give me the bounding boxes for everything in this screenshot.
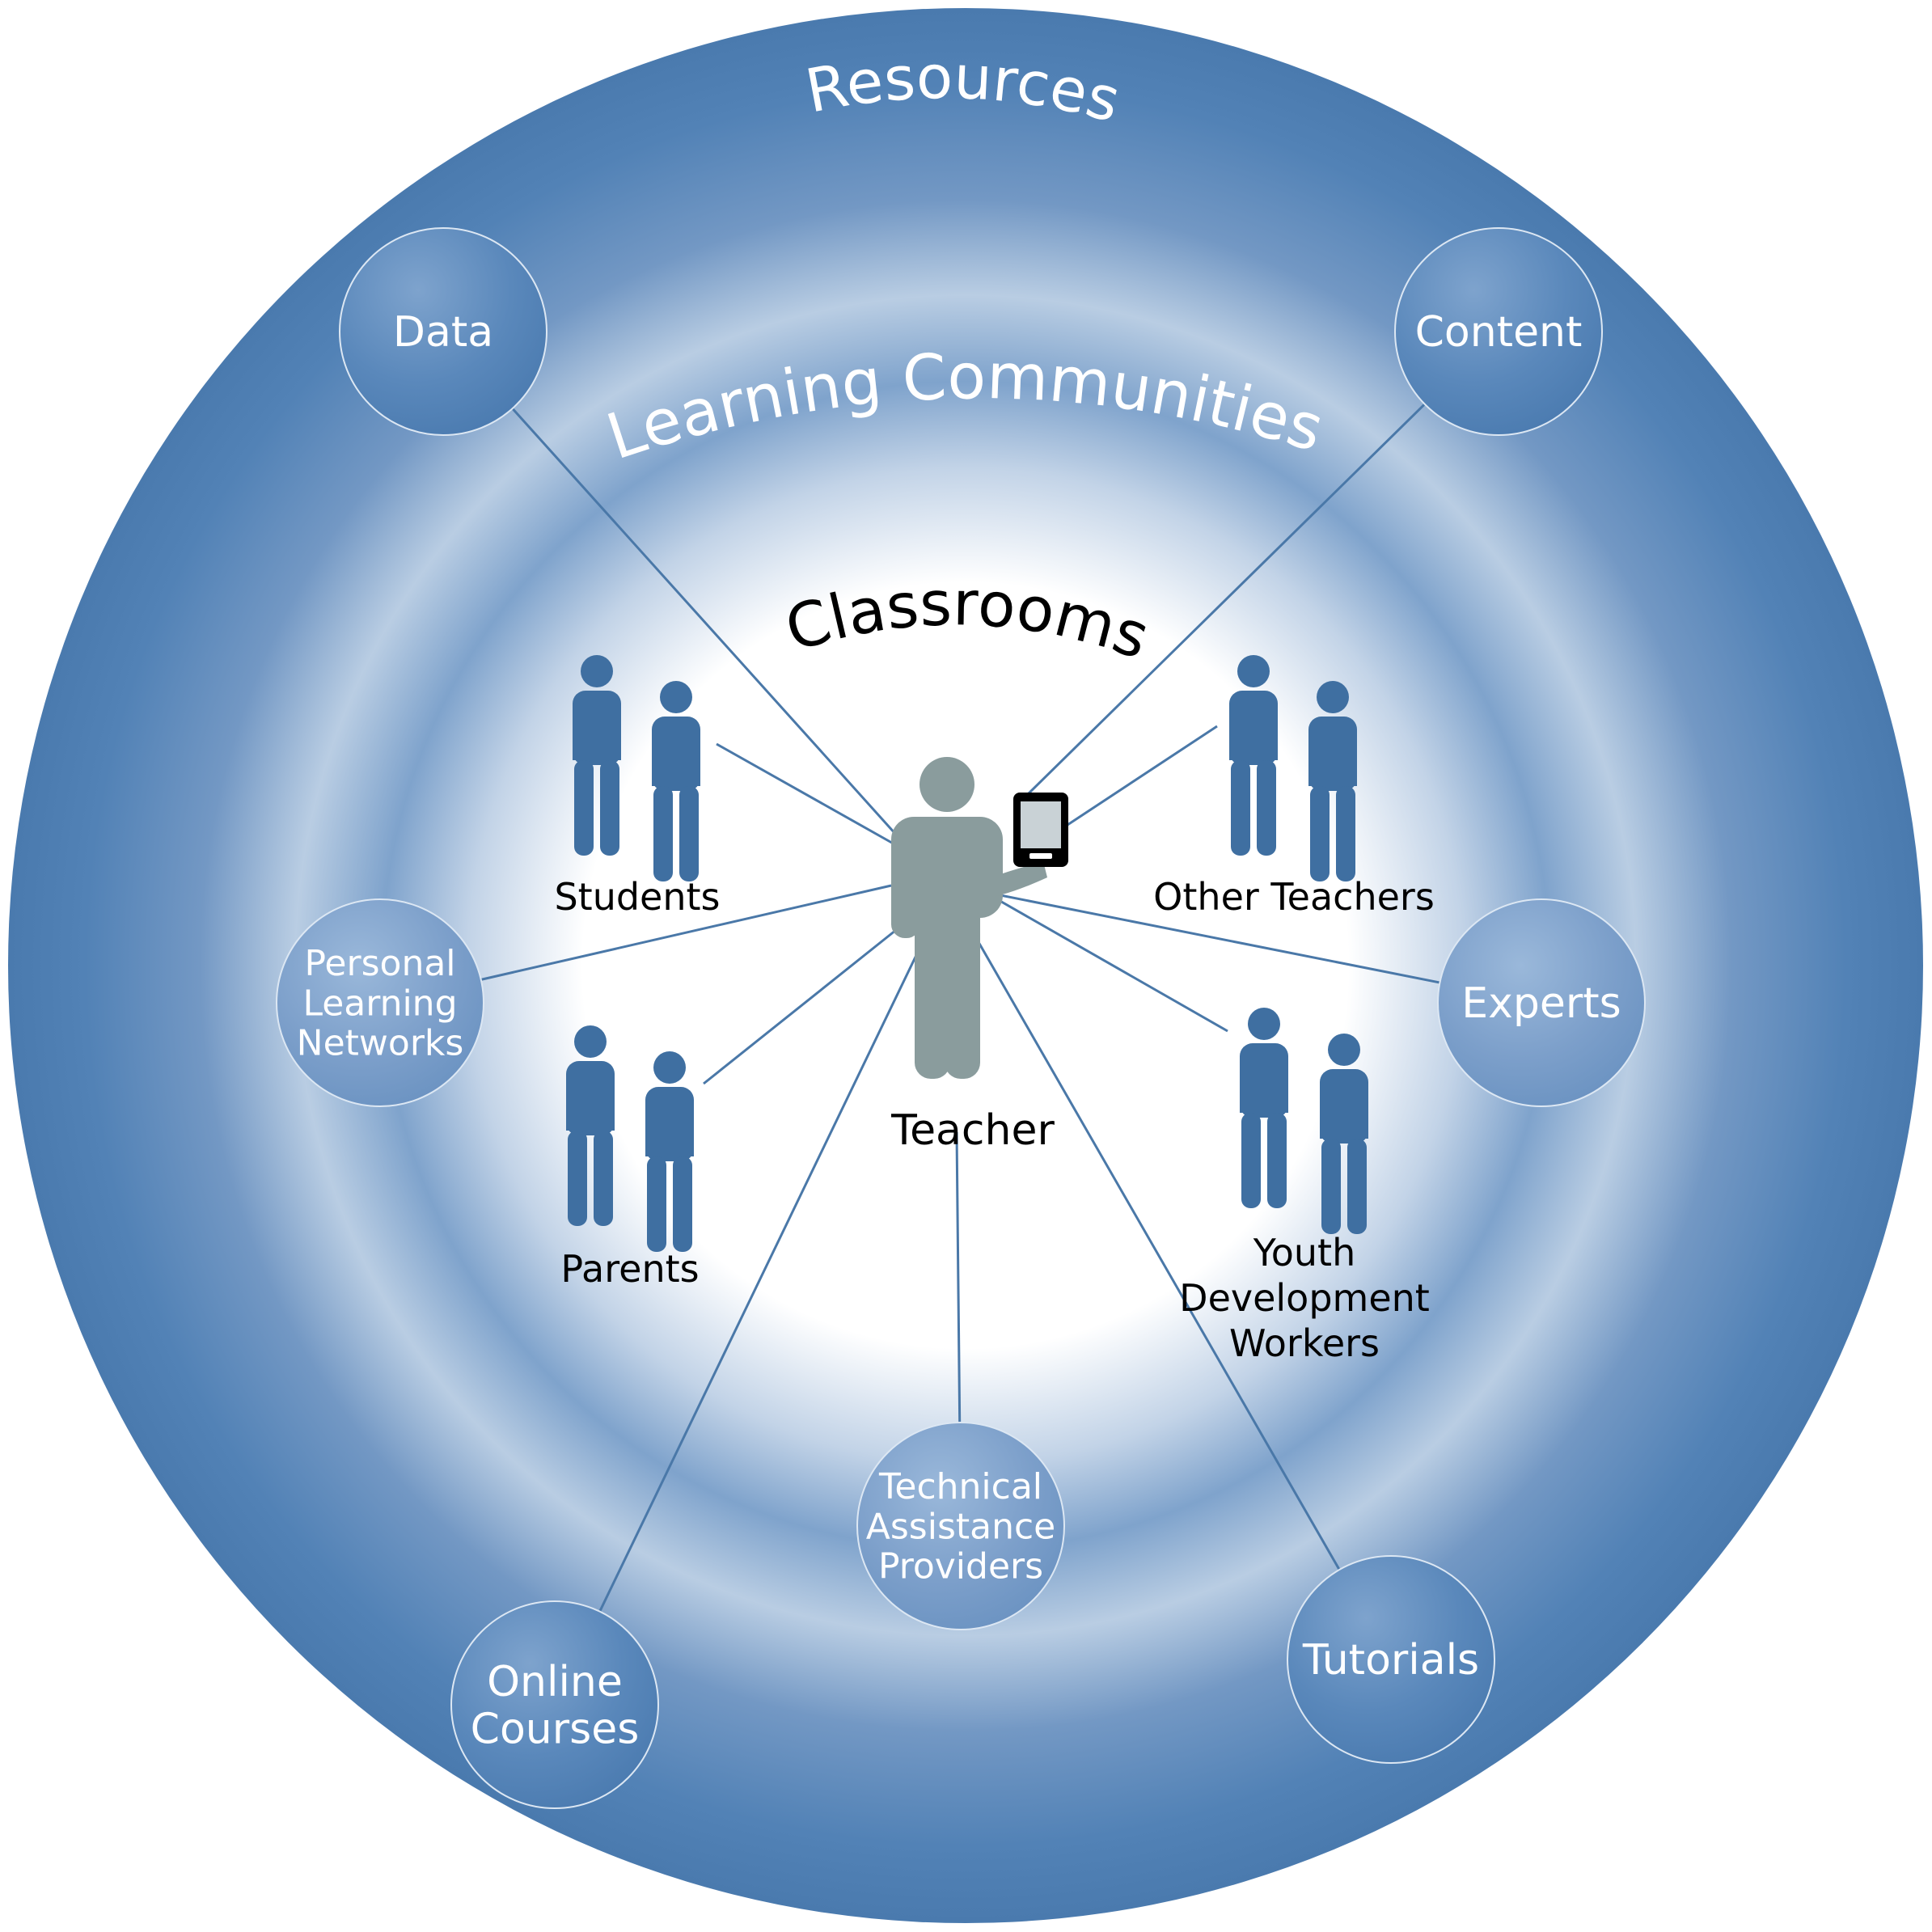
connector-line-data: [511, 408, 898, 836]
resource-label-content: Content: [1415, 308, 1583, 357]
resource-content: Content: [1394, 227, 1603, 436]
connector-line-students: [716, 742, 897, 847]
tablet-icon: [1013, 793, 1068, 867]
teacher-label: Teacher: [890, 1106, 1055, 1155]
resource-experts: Experts: [1437, 898, 1646, 1107]
connector-line-technical-assistance-providers: [955, 1131, 962, 1423]
resource-bubble-online-courses: [450, 1600, 659, 1809]
connector-line-content: [1024, 403, 1426, 798]
resource-label-experts: Experts: [1461, 979, 1621, 1028]
group-students: Students: [554, 655, 721, 919]
group-label-parents: Parents: [560, 1247, 699, 1291]
resource-label-data: Data: [393, 308, 493, 357]
resource-bubble-tutorials: [1287, 1555, 1495, 1764]
connector-line-youth-development-workers: [979, 888, 1228, 1033]
resource-bubble-content: [1394, 227, 1603, 436]
group-label-students: Students: [554, 875, 720, 919]
connector-line-personal-learning-networks: [480, 884, 892, 981]
resource-label-tutorials: Tutorials: [1302, 1636, 1479, 1685]
group-label-other-teachers: Other Teachers: [1153, 875, 1435, 919]
group-parents: Parents: [560, 1025, 700, 1291]
connector-line-experts: [979, 890, 1440, 984]
resource-bubble-technical-assistance-providers: [856, 1422, 1065, 1630]
resource-bubble-experts: [1437, 898, 1646, 1107]
resource-bubble-data: [339, 227, 547, 436]
connector-line-tutorials: [977, 941, 1341, 1571]
resource-bubble-personal-learning-networks: [276, 898, 484, 1107]
connector-line-other-teachers: [1067, 725, 1218, 826]
teacher-figure: [891, 757, 1047, 1079]
connector-line-online-courses: [598, 949, 920, 1613]
resource-data: Data: [339, 227, 547, 436]
connector-line-parents: [703, 928, 897, 1085]
connector-lines: [480, 403, 1440, 1613]
resource-tutorials: Tutorials: [1287, 1555, 1495, 1764]
group-other-teachers: Other Teachers: [1153, 655, 1435, 919]
